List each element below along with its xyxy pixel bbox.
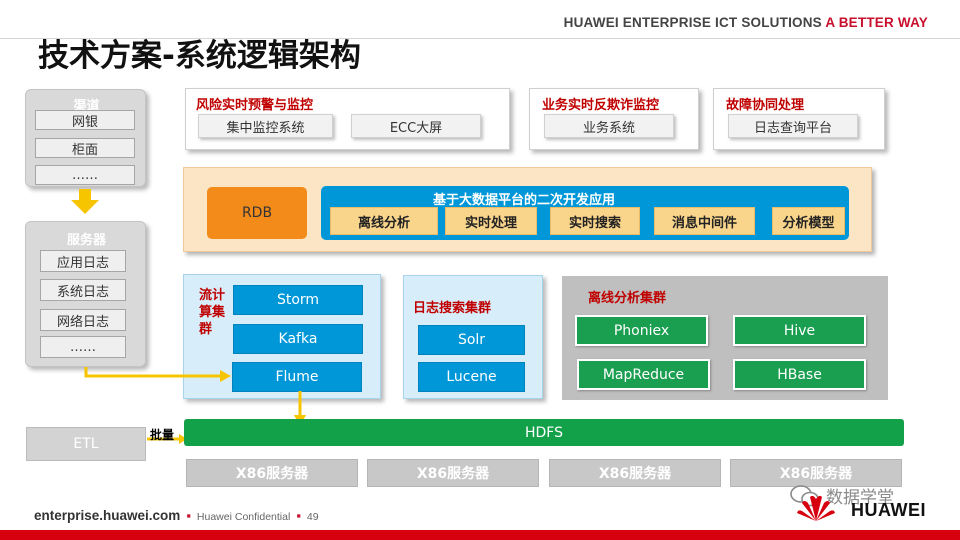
x86-server-4: X86服务器	[730, 459, 902, 487]
app-item-message-middleware: 消息中间件	[654, 207, 755, 235]
stream-cluster-panel: 流计 算集 群 Storm Kafka Flume	[183, 274, 381, 399]
hbase-box: HBase	[733, 359, 866, 390]
header-tagline: HUAWEI ENTERPRISE ICT SOLUTIONS A BETTER…	[564, 15, 928, 30]
server-item-more: ……	[40, 336, 126, 358]
risk-monitoring-box: 风险实时预警与监控 集中监控系统 ECC大屏	[185, 88, 510, 150]
arrow-servers-to-flume	[84, 367, 231, 382]
flume-box: Flume	[232, 362, 362, 392]
footer: enterprise.huawei.com ▪ Huawei Confidentia…	[34, 508, 319, 523]
kafka-box: Kafka	[233, 324, 363, 354]
batch-label: 批量	[150, 428, 175, 442]
channel-item-counter: 柜面	[35, 138, 135, 158]
storm-box: Storm	[233, 285, 363, 315]
header-divider	[0, 38, 960, 39]
anti-fraud-box: 业务实时反欺诈监控 业务系统	[529, 88, 699, 150]
risk-monitoring-title: 风险实时预警与监控	[196, 98, 314, 113]
channels-panel: 渠道 网银 柜面 ……	[25, 89, 146, 187]
footer-separator-1: ▪	[186, 508, 191, 523]
stream-label-line-3: 群	[199, 322, 213, 337]
central-monitor-chip: 集中监控系统	[198, 114, 333, 138]
hdfs-bar: HDFS	[184, 419, 904, 446]
footer-site: enterprise.huawei.com	[34, 508, 181, 523]
arrow-channels-to-servers	[71, 189, 99, 214]
app-item-realtime-processing: 实时处理	[445, 207, 537, 235]
hive-box: Hive	[733, 315, 866, 346]
app-item-offline-analysis: 离线分析	[330, 207, 438, 235]
etl-box: ETL	[26, 427, 146, 461]
log-query-chip: 日志查询平台	[728, 114, 858, 138]
bottom-red-band	[0, 530, 960, 540]
footer-separator-2: ▪	[296, 508, 301, 523]
platform-title: 基于大数据平台的二次开发应用	[433, 193, 616, 208]
offline-cluster-title: 离线分析集群	[588, 291, 667, 306]
channel-item-online-bank: 网银	[35, 110, 135, 130]
stream-cluster-label: 流计 算集 群	[199, 287, 225, 338]
server-item-network-log: 网络日志	[40, 309, 126, 331]
footer-confidential: Huawei Confidential	[196, 511, 291, 523]
phoniex-box: Phoniex	[575, 315, 708, 346]
mapreduce-box: MapReduce	[577, 359, 710, 390]
solr-box: Solr	[418, 325, 525, 355]
search-cluster-panel: 日志搜索集群 Solr Lucene	[403, 275, 543, 399]
app-layer-panel: RDB 基于大数据平台的二次开发应用 离线分析 实时处理 实时搜索 消息中间件 …	[183, 167, 872, 252]
x86-server-2: X86服务器	[367, 459, 539, 487]
channel-item-more: ……	[35, 165, 135, 185]
tagline-main: HUAWEI ENTERPRISE ICT SOLUTIONS	[563, 15, 826, 30]
search-cluster-title: 日志搜索集群	[413, 301, 492, 316]
watermark-text: 数据学堂	[826, 488, 894, 508]
x86-server-1: X86服务器	[186, 459, 358, 487]
arrow-etl-to-hdfs	[147, 434, 187, 444]
app-item-realtime-search: 实时搜索	[550, 207, 640, 235]
stream-label-line-2: 算集	[199, 305, 226, 320]
footer-page-number: 49	[306, 511, 319, 523]
servers-panel: 服务器 应用日志 系统日志 网络日志 ……	[25, 221, 146, 367]
offline-cluster-panel: 离线分析集群 Phoniex Hive MapReduce HBase	[562, 276, 888, 400]
server-item-system-log: 系统日志	[40, 279, 126, 301]
platform-bar: 基于大数据平台的二次开发应用 离线分析 实时处理 实时搜索 消息中间件 分析模型	[321, 186, 849, 240]
huawei-petal-logo-icon	[797, 495, 835, 521]
huawei-logo-text: HUAWEI	[851, 500, 926, 520]
stream-label-line-1: 流计	[199, 288, 226, 303]
fault-handling-box: 故障协同处理 日志查询平台	[713, 88, 885, 150]
ecc-screen-chip: ECC大屏	[351, 114, 481, 138]
app-item-analysis-model: 分析模型	[772, 207, 845, 235]
x86-server-3: X86服务器	[549, 459, 721, 487]
fault-handling-title: 故障协同处理	[726, 98, 805, 113]
rdb-box: RDB	[207, 187, 307, 239]
page-title: 技术方案-系统逻辑架构	[38, 38, 361, 74]
business-system-chip: 业务系统	[544, 114, 674, 138]
lucene-box: Lucene	[418, 362, 525, 392]
tagline-accent: A BETTER WAY	[825, 15, 928, 30]
server-item-app-log: 应用日志	[40, 250, 126, 272]
servers-title: 服务器	[66, 233, 106, 248]
anti-fraud-title: 业务实时反欺诈监控	[542, 98, 660, 113]
